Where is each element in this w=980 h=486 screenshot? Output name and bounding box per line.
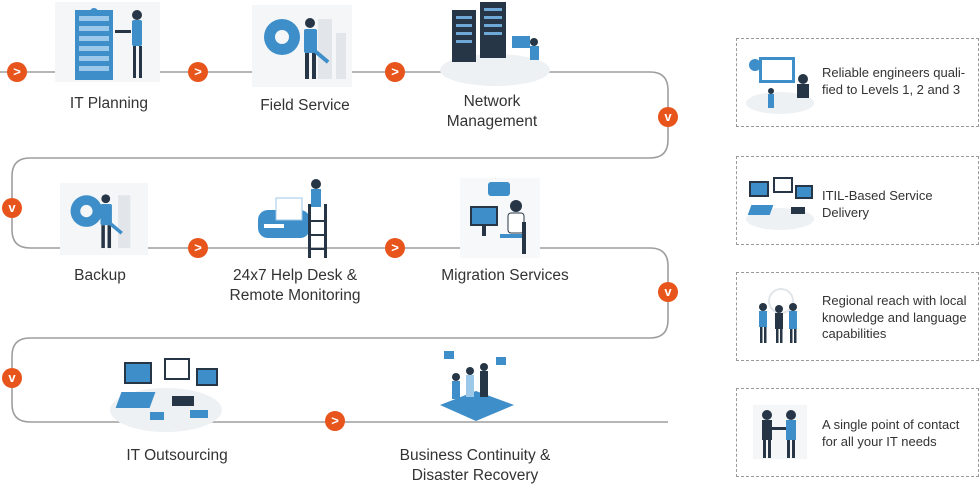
- team-platform-icon: [440, 351, 514, 421]
- feature-card: ITIL-Based Service Delivery: [736, 156, 979, 245]
- step-label-migration-services: Migration Services: [441, 267, 569, 284]
- chevron-down-icon: v: [2, 368, 22, 388]
- step-label-help-desk: 24x7 Help Desk & Remote Monitoring: [229, 267, 361, 304]
- gear-technician-icon: [252, 5, 352, 87]
- chevron-down-icon: v: [658, 282, 678, 302]
- step-label-backup: Backup: [74, 267, 126, 284]
- feature-text: ITIL-Based Service Delivery: [822, 188, 933, 220]
- chevron-down-icon: v: [2, 198, 22, 218]
- handshake-icon: [753, 405, 807, 459]
- chevron-right-icon: >: [385, 238, 405, 258]
- chevron-down-icon: v: [658, 107, 678, 127]
- chevron-right-icon: >: [188, 62, 208, 82]
- support-desk-icon: [460, 178, 540, 258]
- step-label-field-service: Field Service: [260, 97, 350, 114]
- business-people-icon: [759, 288, 797, 343]
- feature-card: A single point of contact for all your I…: [736, 388, 979, 477]
- chevron-right-icon: >: [385, 62, 405, 82]
- feature-text: A single point of contact for all your I…: [822, 417, 960, 449]
- data-center-icon: [440, 2, 550, 86]
- step-label-business-continuity: Business Continuity & Disaster Recovery: [399, 447, 551, 484]
- feature-text: Regional reach with local knowledge and …: [822, 293, 967, 341]
- step-label-it-outsourcing: IT Outsourcing: [126, 447, 228, 464]
- printer-ladder-icon: [258, 179, 327, 258]
- step-label-it-planning: IT Planning: [69, 95, 149, 112]
- dashboard-screens-icon: [746, 177, 814, 230]
- workstation-icon: [110, 358, 222, 432]
- feature-text: Reliable engineers quali- fied to Levels…: [822, 65, 966, 97]
- feature-card: Regional reach with local knowledge and …: [736, 272, 979, 361]
- chevron-right-icon: >: [325, 411, 345, 431]
- server-rack-person-icon: [55, 2, 160, 82]
- gear-technician-icon: [60, 182, 148, 256]
- chevron-right-icon: >: [7, 62, 27, 82]
- engineer-robot-icon: [746, 57, 814, 114]
- feature-card: Reliable engineers quali- fied to Levels…: [736, 38, 979, 127]
- step-label-network-management: Network Management: [446, 93, 538, 130]
- chevron-right-icon: >: [188, 238, 208, 258]
